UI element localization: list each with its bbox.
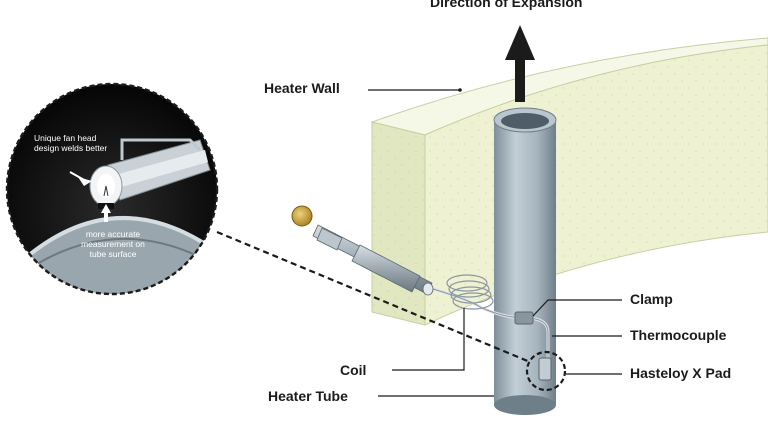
clamp — [514, 311, 534, 325]
callout-note-fan-head: Unique fan head design welds better — [34, 133, 108, 153]
callout-note-measurement: more accurate measurement on tube surfac… — [81, 229, 145, 259]
heater-wall-side-texture — [372, 122, 425, 325]
label-thermocouple: Thermocouple — [630, 327, 727, 343]
heater-wall — [370, 37, 768, 326]
coil — [446, 274, 494, 310]
label-coil: Coil — [340, 362, 367, 378]
label-clamp: Clamp — [630, 291, 673, 307]
pad-highlight-circle — [525, 350, 567, 392]
label-direction-of-expansion: Direction of Expansion — [430, 0, 583, 10]
expansion-arrow — [505, 25, 535, 102]
probe-knob — [291, 205, 313, 227]
callout-connector — [216, 230, 531, 364]
probe-assembly — [291, 205, 434, 296]
hasteloy-pad — [538, 357, 552, 381]
label-heater-tube: Heater Tube — [268, 388, 348, 404]
heater-wall-front-texture — [425, 45, 768, 325]
right-leaders — [532, 299, 622, 375]
callout-tube-surface — [20, 215, 210, 294]
label-hasteloy-pad: Hasteloy X Pad — [630, 365, 732, 381]
left-leaders — [378, 308, 494, 397]
zoom-callout — [5, 82, 219, 296]
label-heater-wall: Heater Wall — [264, 80, 340, 96]
